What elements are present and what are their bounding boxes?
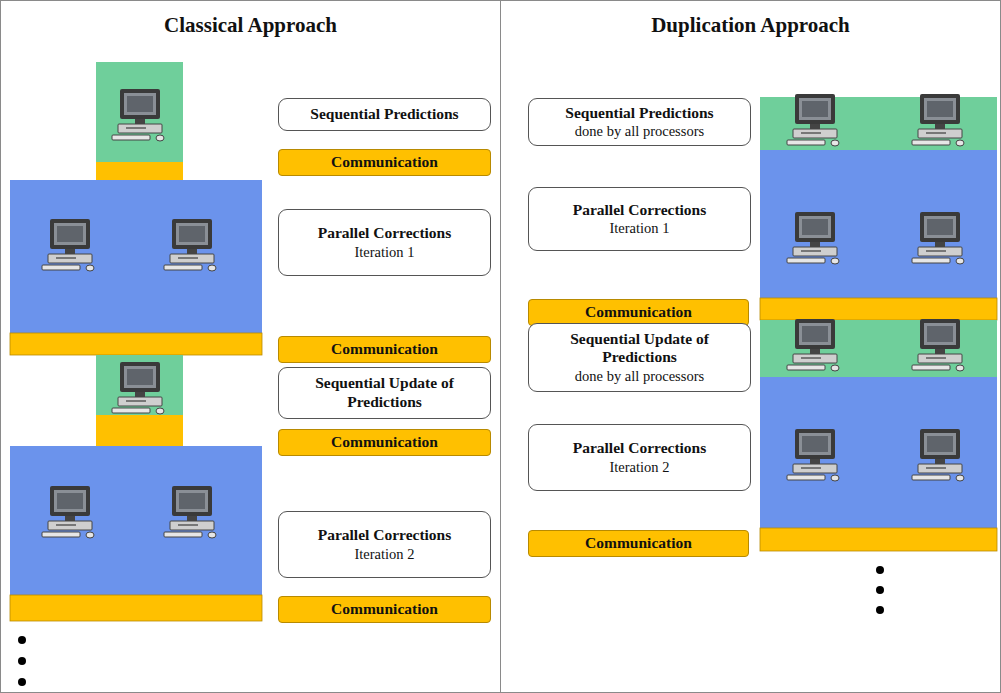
step-title: Parallel Corrections (573, 439, 707, 458)
communication-strip (760, 298, 997, 320)
communication-bar: Communication (528, 530, 749, 557)
step-title: Parallel Corrections (318, 526, 452, 545)
step-title: Communication (331, 340, 438, 359)
panel-heading: Duplication Approach (501, 13, 1000, 38)
parallel-block (760, 377, 997, 528)
communication-strip (10, 333, 262, 355)
communication-bar: Communication (528, 299, 749, 326)
communication-bar: Communication (278, 596, 491, 623)
step-title: Communication (331, 433, 438, 452)
approach-panel: Classical ApproachSequential Predictions… (0, 0, 501, 693)
step-box: Parallel CorrectionsIteration 2 (278, 511, 491, 578)
sequential-block (96, 62, 183, 162)
step-box: Sequential Update of Predictionsdone by … (528, 323, 751, 392)
step-box: Sequential Predictionsdone by all proces… (528, 98, 751, 146)
ellipsis-dot (18, 636, 26, 644)
approach-panel: Duplication ApproachSequential Predictio… (500, 0, 1001, 693)
communication-strip (96, 415, 183, 446)
step-note: done by all processors (575, 122, 704, 140)
sequential-block (96, 355, 183, 415)
step-box: Parallel CorrectionsIteration 1 (528, 187, 751, 251)
step-box: Sequential Predictions (278, 98, 491, 131)
step-note: Iteration 1 (610, 219, 670, 237)
panel-heading: Classical Approach (1, 13, 500, 38)
step-title: Communication (585, 303, 692, 322)
step-title: Sequential Update of Predictions (287, 374, 482, 411)
communication-bar: Communication (278, 149, 491, 176)
communication-strip (10, 595, 262, 621)
step-title: Sequential Update of Predictions (537, 330, 742, 367)
step-box: Parallel CorrectionsIteration 2 (528, 424, 751, 491)
ellipsis-dot (876, 566, 884, 574)
step-note: Iteration 2 (610, 458, 670, 476)
ellipsis-dot (18, 678, 26, 686)
step-title: Communication (331, 600, 438, 619)
step-title: Parallel Corrections (318, 224, 452, 243)
step-note: Iteration 1 (355, 243, 415, 261)
step-box: Parallel CorrectionsIteration 1 (278, 209, 491, 276)
ellipsis-dot (876, 586, 884, 594)
sequential-block (760, 320, 997, 377)
parallel-block (760, 150, 997, 298)
step-title: Sequential Predictions (310, 105, 458, 124)
ellipsis-dot (876, 606, 884, 614)
communication-strip (96, 162, 183, 183)
ellipsis-dot (18, 657, 26, 665)
communication-bar: Communication (278, 429, 491, 456)
parallel-block (10, 446, 262, 595)
step-box: Sequential Update of Predictions (278, 367, 491, 419)
communication-strip (760, 528, 997, 551)
step-note: done by all processors (575, 367, 704, 385)
step-title: Sequential Predictions (565, 104, 713, 123)
step-title: Communication (585, 534, 692, 553)
parallel-block (10, 180, 262, 333)
step-title: Parallel Corrections (573, 201, 707, 220)
communication-bar: Communication (278, 336, 491, 363)
step-title: Communication (331, 153, 438, 172)
step-note: Iteration 2 (355, 545, 415, 563)
